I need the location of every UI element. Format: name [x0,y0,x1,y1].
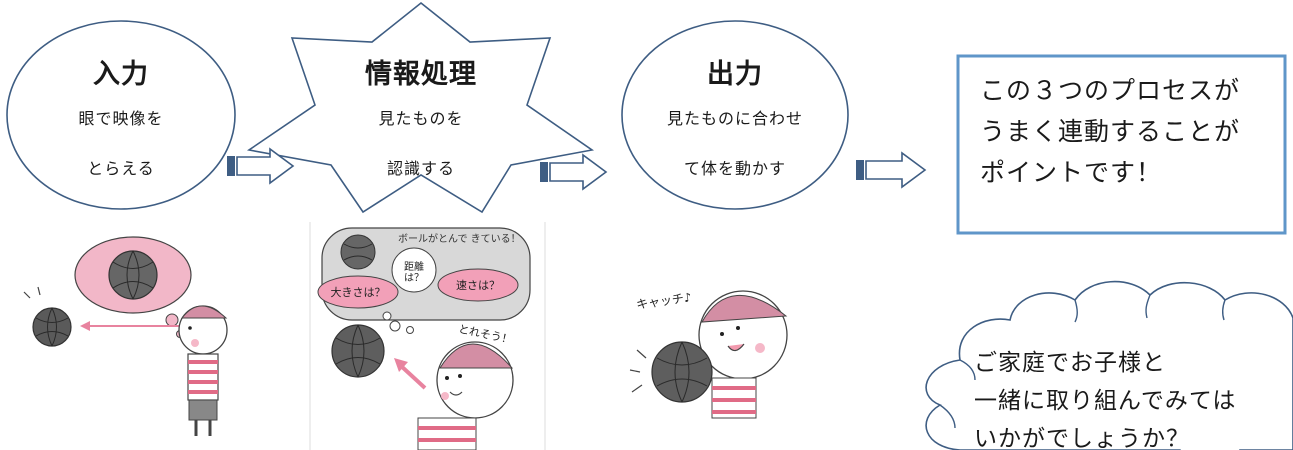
cloud-shape [925,280,1293,450]
step-input-line-1: 眼で映像を [78,109,164,128]
step-output: 出力 見たものに合わせ て体を動かす [634,52,836,179]
q-speed-bubble [437,268,519,302]
step-processing: 情報処理 見たものを 認識する [320,52,522,179]
panel2-q-distance: 距離は？ [404,262,424,284]
step-input-line-2: とらえる [87,159,155,178]
summary-text: この３つのプロセスが うまく連動することが ポイントです！ [980,70,1280,193]
arrow-1 [227,147,295,185]
step-input-title: 入力 [93,59,149,90]
illustration-input [23,236,228,436]
step-processing-title: 情報処理 [365,59,477,90]
q-size-bubble [317,275,399,309]
cloud-text: ご家庭でお子様と 一緒に取り組んでみては いかがでしょうか？ [974,344,1293,450]
step-output-line-2: て体を動かす [683,159,786,178]
arrow-2 [540,153,608,191]
cloud-line-2: 一緒に取り組んでみては [974,388,1237,414]
step-output-line-1: 見たものに合わせ [666,109,803,128]
panel2-bubble-text: ボールがとんで きている！ [398,234,521,245]
output-ellipse [621,20,849,210]
summary-box [956,54,1287,235]
caught-ball [651,341,713,403]
ball-in-thought [108,250,158,300]
summary-line-3: ポイントです！ [980,158,1163,187]
illustration-output [629,290,788,419]
step-output-title: 出力 [707,59,763,90]
ball-flying [32,307,72,347]
processing-star [246,1,595,214]
summary-line-2: うまく連動することが [980,117,1241,146]
summary-line-1: この３つのプロセスが [980,76,1241,105]
panel2-q-speed: 速さは？ [456,279,500,292]
illustration-processing [309,222,546,450]
input-ellipse [6,20,236,210]
cloud-line-1: ご家庭でお子様と [974,350,1166,376]
q-distance-bubble [391,247,437,293]
step-processing-line-2: 認識する [386,159,455,178]
step-input: 入力 眼で映像を とらえる [20,52,222,179]
panel2-q-size: 大きさは？ [330,286,386,299]
step-processing-line-1: 見たものを [378,109,464,128]
arrow-3 [856,151,927,189]
cloud-line-3: いかがでしょうか？ [974,426,1190,450]
